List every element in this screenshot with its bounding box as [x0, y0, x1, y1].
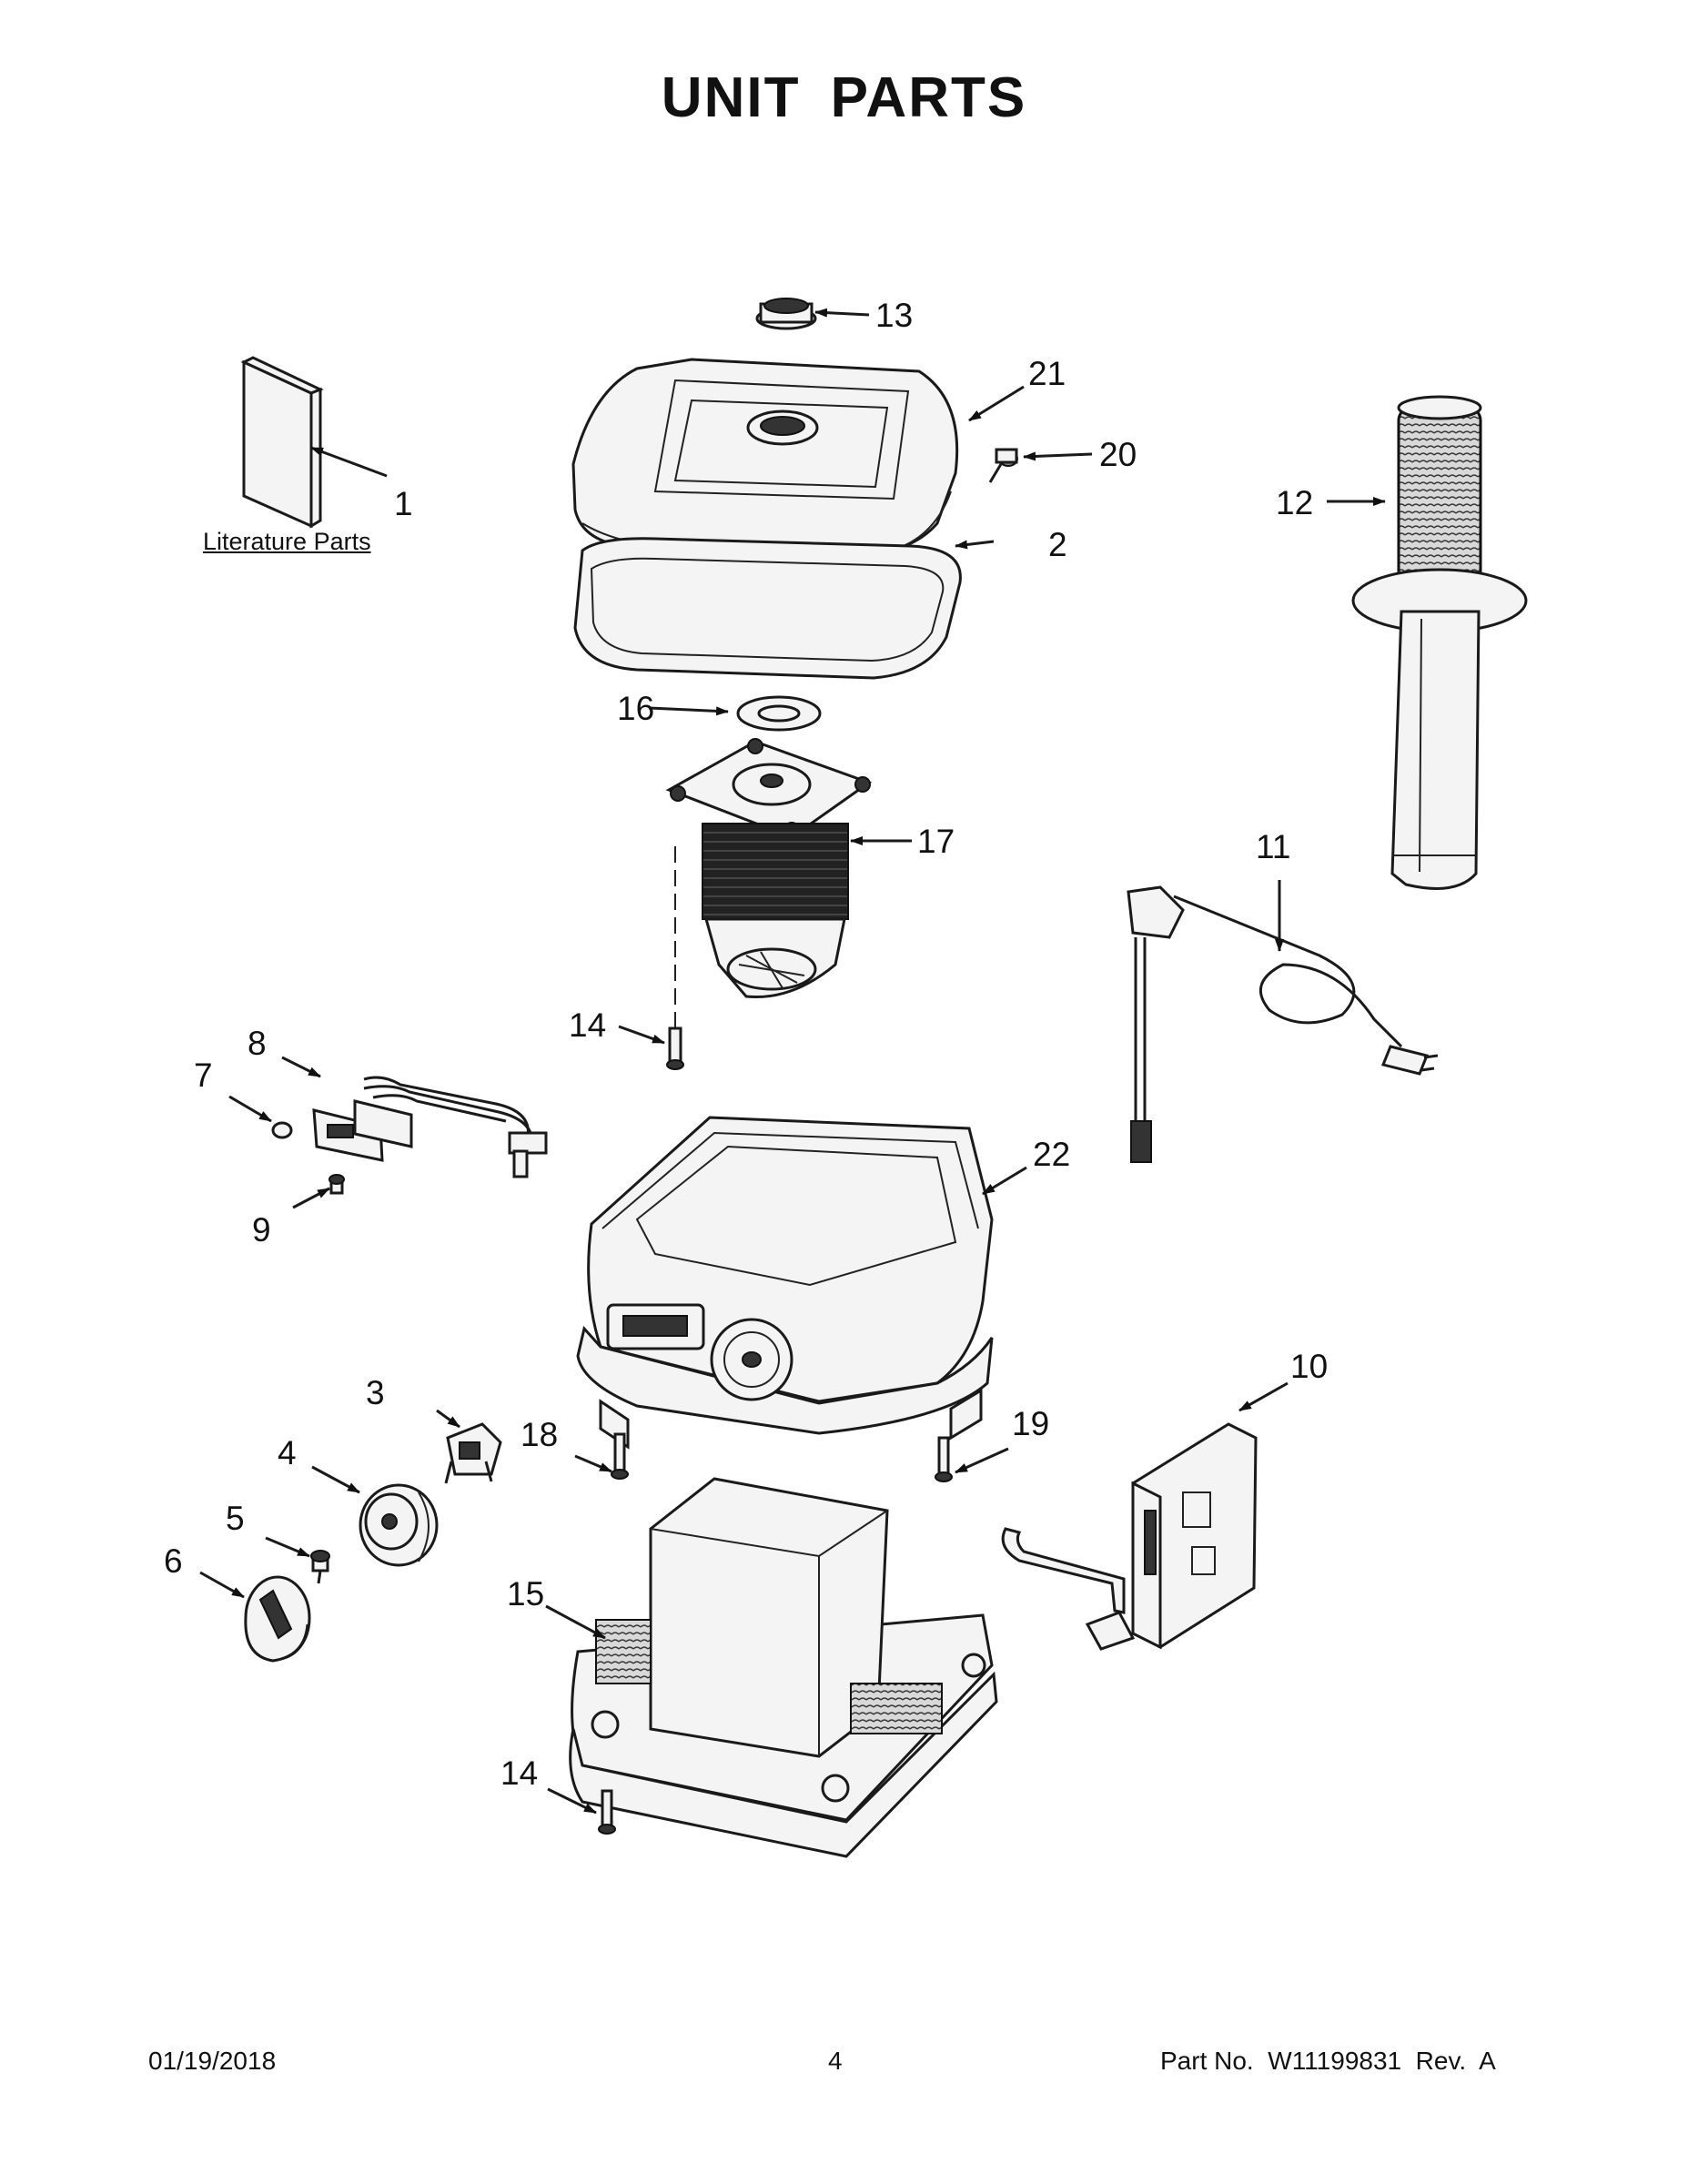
bezel-screw — [310, 1550, 330, 1584]
motor-assembly — [665, 738, 873, 999]
footer-page-number: 4 — [828, 2047, 843, 2075]
control-switch-harness — [312, 1076, 548, 1178]
callout-4: 4 — [278, 1434, 297, 1471]
screw-18 — [611, 1432, 629, 1480]
callout-15: 15 — [507, 1575, 545, 1613]
base-housing — [576, 1116, 994, 1450]
callout-14-lower: 14 — [500, 1754, 539, 1792]
control-knob — [244, 1575, 311, 1663]
callout-19: 19 — [1012, 1405, 1050, 1442]
footer-date: 01/19/2018 — [148, 2047, 277, 2075]
callout-12: 12 — [1276, 484, 1314, 521]
drive-coupling — [755, 298, 817, 330]
callout-6: 6 — [164, 1542, 183, 1580]
callout-2: 2 — [1048, 526, 1067, 563]
rotary-switch — [444, 1422, 502, 1484]
screw-upper — [666, 1026, 684, 1070]
bottom-base — [569, 1477, 998, 1858]
callout-8: 8 — [248, 1025, 267, 1062]
callout-10: 10 — [1290, 1348, 1329, 1385]
leader-arrows — [199, 308, 1386, 1815]
callout-16: 16 — [617, 690, 655, 727]
power-board — [1001, 1422, 1258, 1651]
page-title: UNIT PARTS — [661, 66, 1027, 129]
knob-bezel — [359, 1483, 439, 1567]
callout-9: 9 — [252, 1211, 271, 1249]
switch-screw — [329, 1174, 345, 1195]
callout-22: 22 — [1033, 1136, 1071, 1173]
nut — [271, 1121, 293, 1139]
callout-13: 13 — [875, 297, 914, 334]
callout-3: 3 — [366, 1374, 385, 1411]
screw-19 — [935, 1436, 953, 1482]
screw-lower — [598, 1789, 616, 1835]
callout-1: 1 — [394, 485, 413, 522]
cover-gasket — [573, 537, 962, 680]
top-cover — [571, 358, 959, 559]
power-cord — [1127, 885, 1439, 1163]
cover-screw — [988, 448, 1018, 483]
callout-5: 5 — [226, 1500, 245, 1537]
callout-11: 11 — [1256, 828, 1291, 865]
footer-part-number: Part No. W11199831 Rev. A — [1160, 2047, 1496, 2075]
callout-18: 18 — [521, 1416, 559, 1453]
tamper-handle — [1351, 395, 1528, 890]
callout-14-upper: 14 — [569, 1006, 607, 1044]
callout-17: 17 — [917, 823, 955, 860]
literature-booklet — [240, 356, 324, 529]
callout-7: 7 — [194, 1057, 213, 1094]
motor-washer — [736, 695, 822, 732]
callout-21: 21 — [1028, 355, 1066, 392]
callout-20: 20 — [1099, 436, 1137, 473]
literature-parts-label: Literature Parts — [203, 528, 371, 555]
